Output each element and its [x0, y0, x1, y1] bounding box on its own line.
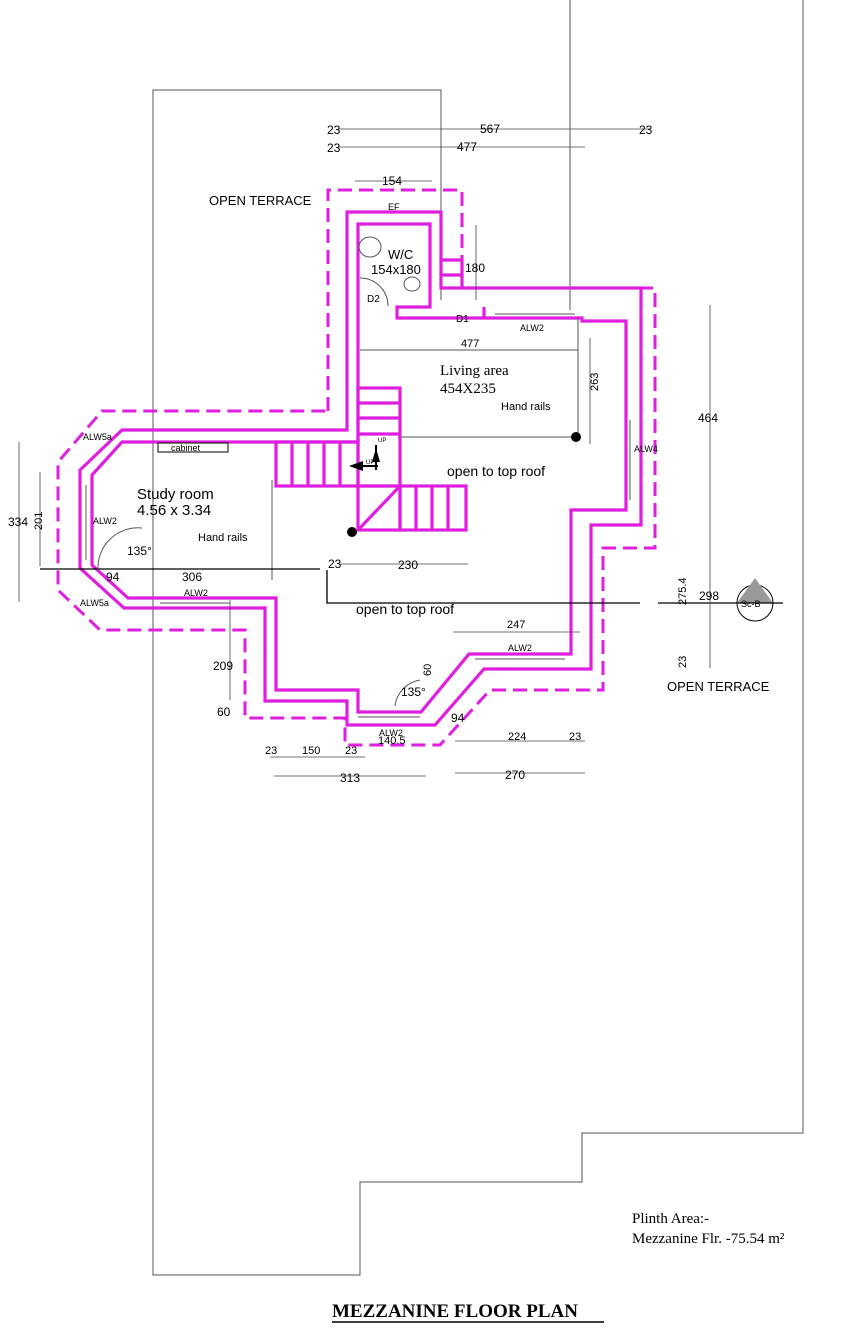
exterior-wall-outer — [78, 210, 643, 727]
plot-boundary-lower — [152, 0, 804, 1276]
open-terrace-top-label: OPEN TERRACE — [209, 193, 312, 208]
study-size: 4.56 x 3.34 — [137, 502, 211, 519]
dim-top-567: 567 — [480, 122, 500, 136]
dim-135-bottom: 135° — [401, 685, 426, 699]
dim-247: 247 — [507, 619, 525, 631]
door-d2-label: D2 — [367, 294, 380, 305]
open-terrace-right-label: OPEN TERRACE — [667, 679, 770, 694]
handrail-post-2 — [347, 527, 357, 537]
dim-top-23-c: 23 — [327, 141, 341, 155]
living-size: 454X235 — [440, 381, 496, 397]
section-line-main — [326, 570, 640, 604]
cabinet-box — [157, 442, 229, 453]
window-alw4: ALW4 — [634, 444, 658, 454]
window-alw5a-top: ALW5a — [83, 432, 112, 442]
angle-arc-left — [97, 527, 143, 571]
exterior-wall-inner — [90, 222, 628, 714]
window-alw5a-bottom: ALW5a — [80, 598, 109, 608]
toilet-icon — [403, 276, 421, 292]
hand-rails-living-label: Hand rails — [501, 401, 551, 413]
dim-313: 313 — [340, 771, 360, 785]
open-top-roof-label-2: open to top roof — [356, 601, 454, 617]
dim-top-23-a: 23 — [327, 123, 341, 137]
window-alw2-living: ALW2 — [520, 323, 544, 333]
dim-135-left: 135° — [127, 544, 152, 558]
dim-23-right: 23 — [677, 656, 689, 668]
ef-label: EF — [388, 202, 400, 212]
window-alw2-study-bottom: ALW2 — [184, 588, 208, 598]
plinth-area-heading: Plinth Area:- — [632, 1211, 709, 1227]
dim-306: 306 — [182, 570, 202, 584]
window-alw2-bottom: ALW2 — [379, 728, 403, 738]
dim-270: 270 — [505, 768, 525, 782]
dim-477-inner: 477 — [461, 338, 479, 350]
up-arrow-left-icon — [349, 461, 363, 471]
dim-23-b1: 23 — [265, 745, 277, 757]
dim-150: 150 — [302, 745, 320, 757]
dim-275-4: 275.4 — [677, 577, 689, 605]
plot-boundary — [152, 89, 442, 640]
dimension-lines — [18, 128, 711, 777]
hand-rails-study-label: Hand rails — [198, 532, 248, 544]
handrail-post-1 — [571, 432, 581, 442]
window-alw2-right: ALW2 — [508, 643, 532, 653]
dim-140-5: 140.5 — [378, 735, 406, 747]
wc-right-wall — [441, 258, 464, 288]
open-top-roof-label-1: open to top roof — [447, 463, 545, 479]
cabinet-label: cabinet — [171, 443, 201, 453]
dim-23-b2: 23 — [345, 745, 357, 757]
up-label-1: UP — [378, 438, 386, 444]
dim-94-bottom: 94 — [451, 711, 465, 725]
dim-263: 263 — [589, 373, 601, 391]
dim-230: 230 — [398, 558, 418, 572]
angle-arc-bottom — [394, 679, 421, 707]
dim-60-left: 60 — [217, 705, 231, 719]
dim-201: 201 — [33, 512, 45, 530]
plinth-area-value: Mezzanine Flr. -75.54 m² — [632, 1231, 785, 1247]
dim-top-477: 477 — [457, 140, 477, 154]
window-alw2-study-left: ALW2 — [93, 516, 117, 526]
living-name: Living area — [440, 363, 509, 379]
dim-334: 334 — [8, 515, 28, 529]
plan-title: MEZZANINE FLOOR PLAN — [332, 1301, 578, 1322]
door-d2-swing — [359, 277, 389, 307]
dim-224: 224 — [508, 731, 526, 743]
dim-23-mid: 23 — [328, 557, 342, 571]
dim-464: 464 — [698, 411, 718, 425]
wc-size: 154x180 — [371, 262, 421, 277]
dim-94-left: 94 — [106, 570, 120, 584]
dim-180: 180 — [465, 261, 485, 275]
staircase — [274, 386, 468, 532]
dim-298: 298 — [699, 589, 719, 603]
dim-209: 209 — [213, 659, 233, 673]
dim-top-23-b: 23 — [639, 123, 653, 137]
door-d1-label: D1 — [456, 314, 469, 325]
window-marks — [85, 313, 631, 718]
washbasin-icon — [358, 236, 382, 258]
section-marker-label: Sc-B — [741, 599, 761, 609]
dim-154: 154 — [382, 174, 402, 188]
study-name: Study room — [137, 486, 214, 503]
wc-name: W/C — [388, 247, 413, 262]
up-label-2: UP — [366, 460, 374, 466]
section-marker-arrow — [737, 578, 773, 603]
dim-23-b3: 23 — [569, 731, 581, 743]
dim-60-right: 60 — [422, 664, 434, 676]
